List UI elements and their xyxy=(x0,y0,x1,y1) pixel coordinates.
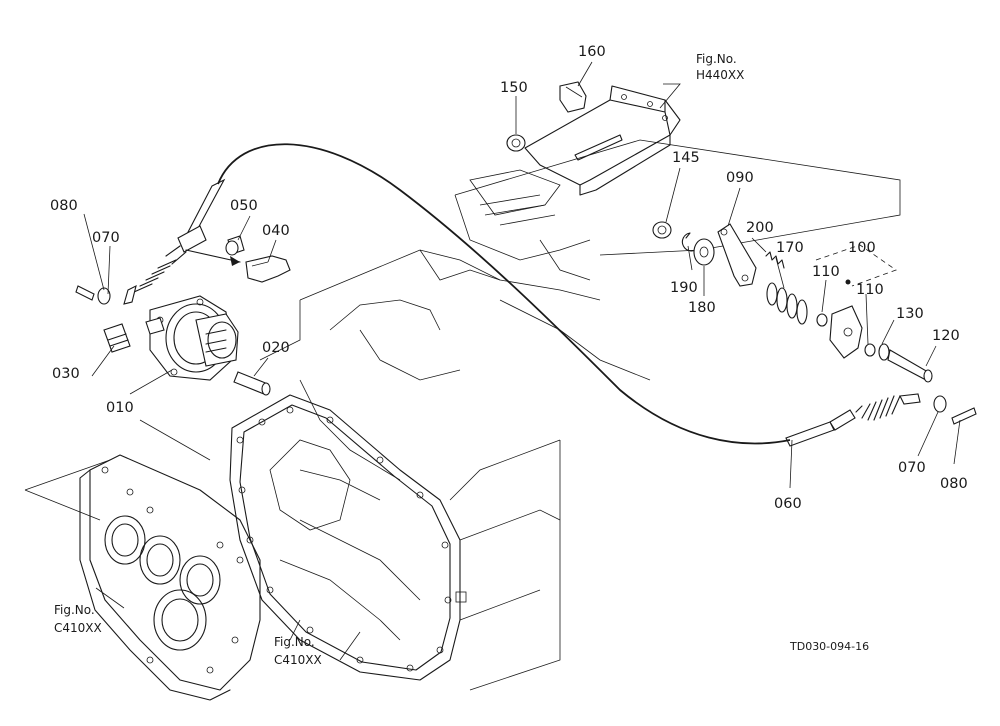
arrow-head-040 xyxy=(230,256,240,266)
cable-end-right xyxy=(785,393,977,447)
callout-110-a: 110 xyxy=(812,264,840,280)
bracket-assembly xyxy=(524,85,681,196)
callout-180: 180 xyxy=(688,300,716,316)
callout-090: 090 xyxy=(726,170,754,186)
washer-130 xyxy=(878,343,890,361)
pin-020 xyxy=(233,371,271,396)
callout-145: 145 xyxy=(672,150,700,166)
knob-160 xyxy=(559,81,587,113)
callout-040: 040 xyxy=(262,223,290,239)
fig-ref-bottom-mid-label: Fig.No. xyxy=(274,635,315,649)
callout-020: 020 xyxy=(262,340,290,356)
fig-ref-bottom-mid-code: C410XX xyxy=(274,653,322,667)
callout-050: 050 xyxy=(230,198,258,214)
swivel-100 xyxy=(815,244,897,359)
callout-110-b: 110 xyxy=(856,282,884,298)
callout-150: 150 xyxy=(500,80,528,96)
fig-ref-top-label: Fig.No. xyxy=(696,52,737,66)
bracket-040 xyxy=(225,235,291,283)
callout-130: 130 xyxy=(896,306,924,322)
callout-070-left: 070 xyxy=(92,230,120,246)
callout-030: 030 xyxy=(52,366,80,382)
callout-060: 060 xyxy=(774,496,802,512)
washer-180 xyxy=(693,238,715,266)
spring-200 xyxy=(765,251,785,269)
callout-080-left: 080 xyxy=(50,198,78,214)
callout-190: 190 xyxy=(670,280,698,296)
bushing-145 xyxy=(652,221,672,239)
spring-170 xyxy=(766,282,808,325)
cable-end-left xyxy=(75,178,226,305)
callout-170: 170 xyxy=(776,240,804,256)
front-plate xyxy=(24,419,261,701)
fig-ref-bottom-left-code: C410XX xyxy=(54,621,102,635)
callout-200: 200 xyxy=(746,220,774,236)
callout-080-right: 080 xyxy=(940,476,968,492)
fitting-030 xyxy=(103,323,131,353)
control-cable-060 xyxy=(217,143,791,445)
lever-090 xyxy=(717,223,757,287)
leader-lines xyxy=(83,61,961,661)
callout-010: 010 xyxy=(106,400,134,416)
fig-ref-bottom-left-label: Fig.No. xyxy=(54,603,95,617)
bolt-120 xyxy=(887,349,933,383)
callout-070-right: 070 xyxy=(898,460,926,476)
callout-120: 120 xyxy=(932,328,960,344)
gearcase-housing xyxy=(229,394,561,681)
transmission-housing xyxy=(259,139,901,691)
pin-110 xyxy=(816,313,876,357)
bushing-150 xyxy=(506,134,526,152)
drawing-code: TD030-094-16 xyxy=(789,640,869,653)
callout-100: 100 xyxy=(848,240,876,256)
callout-160: 160 xyxy=(578,44,606,60)
fig-ref-top-code: H440XX xyxy=(696,68,744,82)
actuator-010 xyxy=(145,295,239,381)
